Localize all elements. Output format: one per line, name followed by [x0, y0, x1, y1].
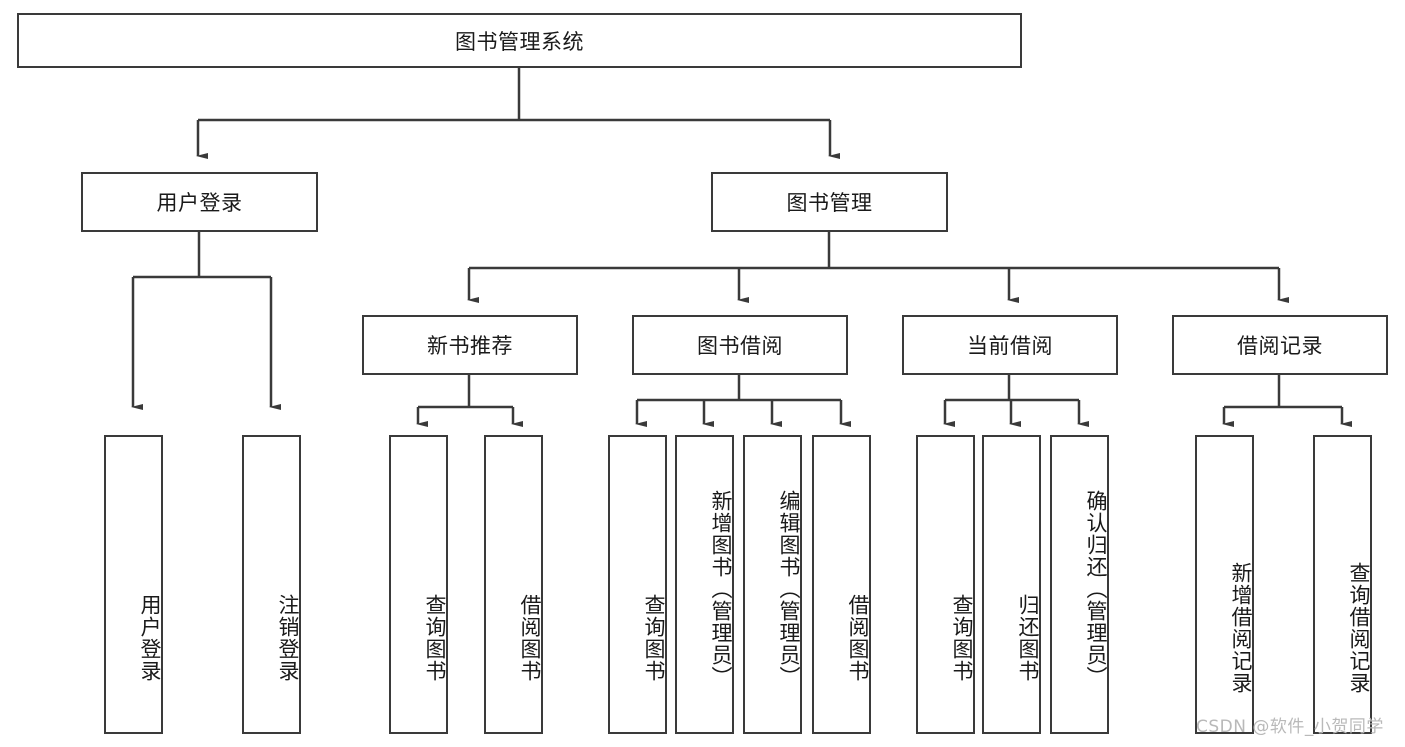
node-borrow-record[interactable]: 借阅记录	[1172, 315, 1388, 375]
node-book-manage[interactable]: 图书管理	[711, 172, 948, 232]
leaf-newbook-query-book[interactable]: 查询图书	[389, 435, 448, 734]
node-label: 查询借阅记录	[1347, 561, 1371, 694]
node-label: 图书管理系统	[455, 29, 584, 54]
leaf-borrow-edit-book-admin[interactable]: 编辑图书（管理员）	[743, 435, 802, 734]
node-label: 当前借阅	[967, 334, 1053, 358]
leaf-borrow-add-book-admin[interactable]: 新增图书（管理员）	[675, 435, 734, 734]
node-label: 新增借阅记录	[1229, 561, 1253, 694]
node-label: 图书管理	[786, 191, 873, 215]
leaf-current-query-book[interactable]: 查询图书	[916, 435, 975, 734]
node-current-borrow[interactable]: 当前借阅	[902, 315, 1118, 375]
node-book-borrow[interactable]: 图书借阅	[632, 315, 848, 375]
node-new-book-recommend[interactable]: 新书推荐	[362, 315, 578, 375]
node-label: 新增图书（管理员）	[709, 489, 733, 688]
node-label: 查询图书	[642, 593, 666, 682]
leaf-current-return-book[interactable]: 归还图书	[982, 435, 1041, 734]
node-label: 确认归还（管理员）	[1084, 489, 1108, 688]
node-label: 借阅图书	[846, 593, 870, 682]
node-label: 用户登录	[156, 191, 243, 215]
leaf-current-confirm-return-admin[interactable]: 确认归还（管理员）	[1050, 435, 1109, 734]
node-root-system[interactable]: 图书管理系统	[17, 13, 1022, 68]
leaf-record-query-record[interactable]: 查询借阅记录	[1313, 435, 1372, 734]
node-label: 编辑图书（管理员）	[777, 489, 801, 688]
node-label: 图书借阅	[697, 334, 783, 358]
leaf-user-login-logout[interactable]: 注销登录	[242, 435, 301, 734]
node-label: 新书推荐	[427, 334, 513, 358]
node-label: 查询图书	[950, 593, 974, 682]
node-user-login[interactable]: 用户登录	[81, 172, 318, 232]
leaf-record-add-record[interactable]: 新增借阅记录	[1195, 435, 1254, 734]
node-label: 借阅图书	[518, 593, 542, 682]
node-label: 查询图书	[423, 593, 447, 682]
node-label: 注销登录	[276, 593, 300, 682]
leaf-user-login-login[interactable]: 用户登录	[104, 435, 163, 734]
node-label: 用户登录	[138, 593, 162, 682]
node-label: 归还图书	[1016, 593, 1040, 682]
leaf-borrow-borrow-book[interactable]: 借阅图书	[812, 435, 871, 734]
leaf-borrow-query-book[interactable]: 查询图书	[608, 435, 667, 734]
leaf-newbook-borrow-book[interactable]: 借阅图书	[484, 435, 543, 734]
csdn-watermark: CSDN @软件_小贺同学	[1196, 717, 1384, 737]
node-label: 借阅记录	[1237, 334, 1323, 358]
